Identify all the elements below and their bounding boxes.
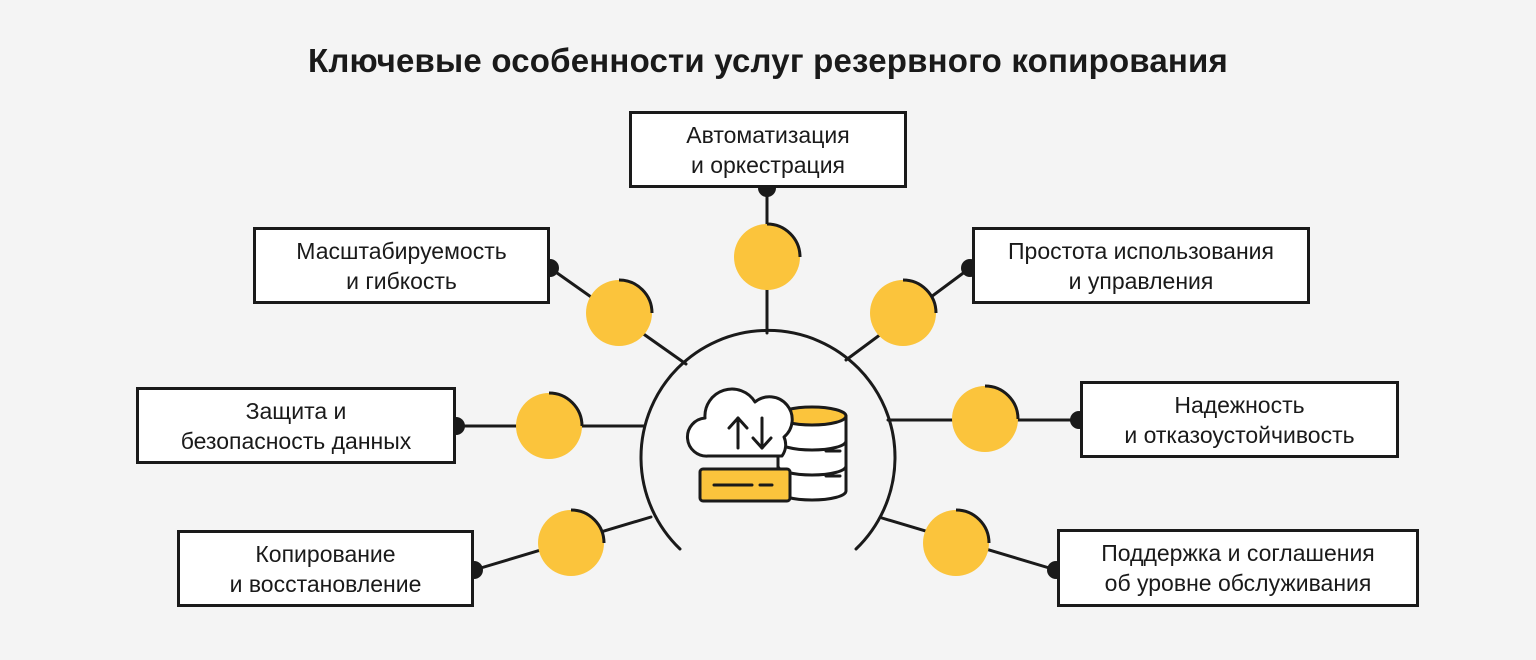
feature-box-reliability: Надежность и отказоустойчивость: [1080, 381, 1399, 458]
sync-arrows-icon: [727, 416, 773, 450]
feature-label-line1: Масштабируемость: [296, 237, 507, 264]
feature-circle: [586, 278, 654, 346]
feature-label-line2: безопасность данных: [180, 427, 412, 454]
feature-label-line2: и гибкость: [346, 267, 457, 294]
feature-label-line2: об уровне обслуживания: [1104, 570, 1372, 596]
feature-label-line1: Простота использования: [1008, 237, 1274, 264]
feature-circle: [952, 384, 1020, 452]
feature-label-line1: Копирование: [255, 540, 396, 567]
feature-box-ease-of-use: Простота использования и управления: [972, 227, 1310, 304]
cloud-icon: [685, 387, 794, 458]
feature-box-scalability: Масштабируемость и гибкость: [253, 227, 550, 304]
cloud-sync-database-server-icon: [685, 387, 848, 503]
feature-label-line2: и оркестрация: [690, 151, 846, 178]
feature-label-line2: и управления: [1068, 267, 1214, 294]
feature-label-line1: Поддержка и соглашения: [1101, 540, 1375, 566]
feature-label-line1: Надежность: [1174, 391, 1305, 418]
feature-circle: [734, 222, 802, 290]
feature-label-line1: Защита и: [245, 397, 347, 424]
feature-label-line2: и восстановление: [229, 570, 422, 597]
feature-circle: [538, 508, 606, 576]
diagram-title: Ключевые особенности услуг резервного ко…: [308, 42, 1228, 79]
feature-circle: [923, 508, 991, 576]
feature-label-line1: Автоматизация: [686, 121, 850, 148]
hub-arc: [639, 329, 897, 551]
feature-box-support-sla: Поддержка и соглашения об уровне обслужи…: [1057, 529, 1419, 607]
feature-circle: [516, 391, 584, 459]
feature-box-backup-restore: Копирование и восстановление: [177, 530, 474, 607]
database-icon: [776, 405, 848, 502]
server-icon: [698, 467, 792, 503]
feature-box-data-protection: Защита и безопасность данных: [136, 387, 456, 464]
feature-circle: [870, 278, 938, 346]
feature-box-automation: Автоматизация и оркестрация: [629, 111, 907, 188]
feature-circles: [516, 222, 1020, 576]
feature-label-line2: и отказоустойчивость: [1124, 421, 1355, 448]
